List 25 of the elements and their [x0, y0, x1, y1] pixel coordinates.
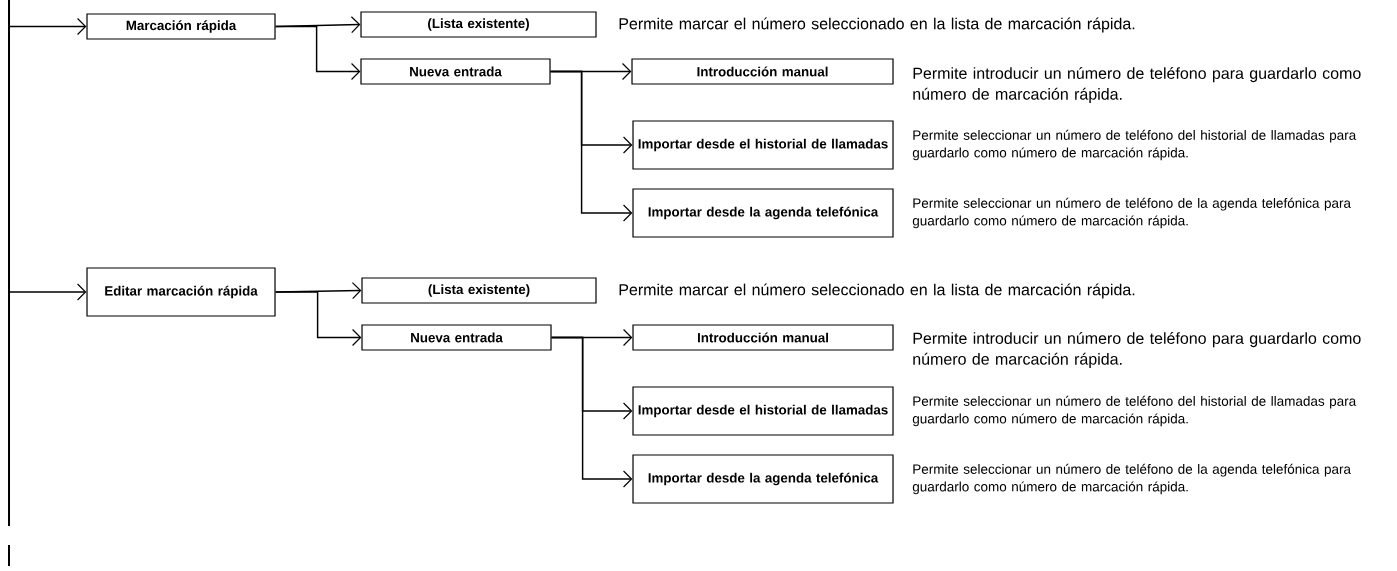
menu-box: Introducción manual — [632, 324, 894, 351]
arrow — [274, 25, 361, 81]
menu-box: Introducción manual — [631, 58, 894, 85]
menu-box: Importar desde la agenda telefónica — [632, 454, 894, 504]
arrow — [549, 70, 633, 222]
menu-box: Importar desde la agenda telefónica — [632, 188, 894, 238]
menu-box: Marcación rápida — [86, 13, 276, 40]
menu-box: Importar desde el historial de llamadas — [632, 386, 894, 436]
arrow — [274, 291, 362, 347]
menu-box: Nueva entrada — [360, 58, 551, 85]
menu-box: Importar desde el historial de llamadas — [632, 120, 894, 170]
menu-box: (Lista existente) — [361, 277, 597, 304]
description-text: Permite introducir un número de teléfono para guardarlo como número de marcación rápida. — [913, 332, 1361, 368]
menu-box: (Lista existente) — [360, 11, 597, 38]
description-text: Permite seleccionar un número de teléfono del historial de llamadas para guardarlo como número de marcación rápida. — [912, 129, 1357, 161]
description-text: Permite introducir un número de teléfono para guardarlo como número de marcación rápida. — [913, 67, 1361, 103]
menu-box: Nueva entrada — [361, 324, 552, 351]
description-text: Permite marcar el número seleccionado en la lista de marcación rápida. — [619, 17, 1135, 33]
arrow — [8, 0, 87, 301]
description-text: Permite seleccionar un número de teléfono de la agenda telefónica para guardarlo como número de marcación rápida. — [912, 463, 1351, 495]
arrow — [550, 336, 633, 488]
description-text: Permite seleccionar un número de teléfono del historial de llamadas para guardarlo como número de marcación rápida. — [912, 395, 1357, 427]
description-text: Permite marcar el número seleccionado en la lista de marcación rápida. — [619, 283, 1135, 299]
description-text: Permite seleccionar un número de teléfono de la agenda telefónica para guardarlo como número de marcación rápida. — [912, 197, 1351, 229]
menu-box: Editar marcación rápida — [86, 267, 276, 317]
